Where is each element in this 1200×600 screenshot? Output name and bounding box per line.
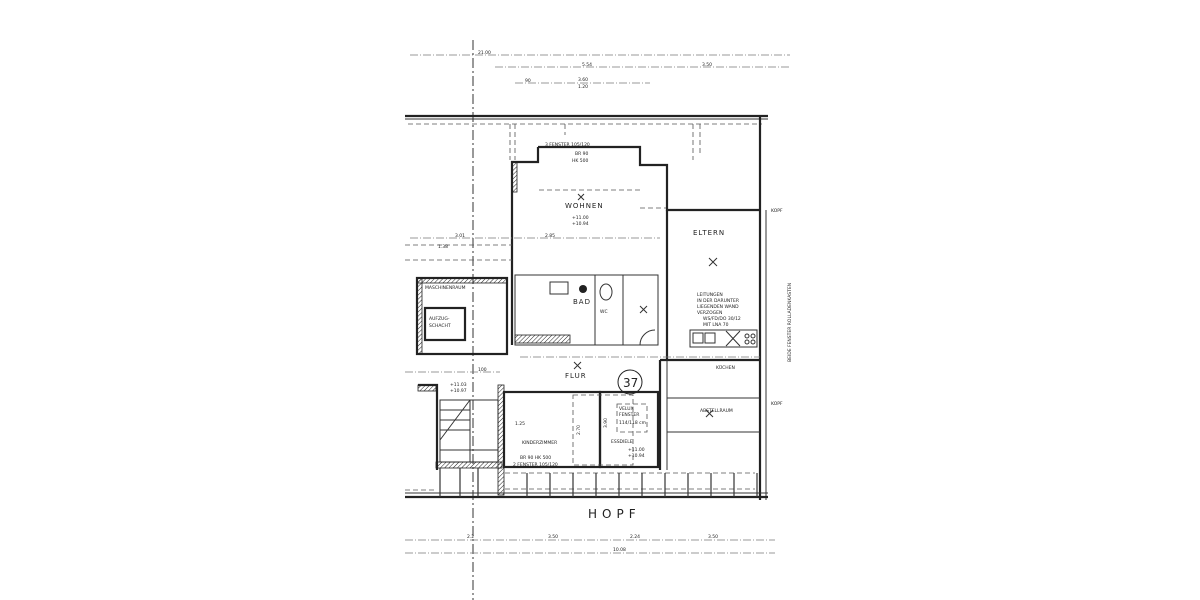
- unit-number-circle: [617, 369, 643, 395]
- note-level-essdiele-1: +11.00: [628, 447, 645, 453]
- top-dimensions: 21.00 5.54 3.50 90 3.60 1.20: [410, 40, 790, 600]
- dim-top-a: 5.54: [582, 62, 592, 68]
- room-wohnen: WOHNEN: [565, 202, 604, 210]
- note-window-bottom-br: BR 90 HK 500: [520, 455, 551, 461]
- dim-top-e: 1.20: [578, 84, 588, 90]
- bottom-dimensions: 2.2 3.50 2.24 3.50 10.08: [405, 534, 775, 554]
- note-velux-1: VELUX: [619, 406, 634, 412]
- room-wc: WC: [600, 309, 608, 315]
- dim-mid-b: 1.38: [438, 244, 448, 250]
- dim-bottom-c: 2.24: [630, 534, 640, 540]
- note-rollladen: BEIDE FENSTER ROLLADENKASTEN: [787, 283, 793, 362]
- note-level-wohnen-2: +10.94: [572, 221, 589, 227]
- note-window-bottom: 2 FENSTER 105/120: [513, 462, 558, 468]
- room-flur: FLUR: [565, 372, 587, 380]
- room-maschinenraum: MASCHINENRAUM: [425, 285, 466, 291]
- note-leitungen-4: VERZOGEN: [697, 310, 722, 316]
- note-velux-2: FENSTER: [619, 412, 639, 418]
- note-level-left-2: +10.97: [450, 388, 467, 394]
- room-labels: WOHNEN ELTERN MASCHINENRAUM AUFZUG- SCHA…: [425, 202, 735, 521]
- dim-top-total: 21.00: [478, 50, 491, 56]
- room-bad: BAD: [573, 298, 591, 306]
- note-ws-kitchen: WS/FD/DO 30/12: [703, 316, 741, 322]
- room-schacht: SCHACHT: [429, 323, 451, 329]
- room-eltern: ELTERN: [693, 229, 725, 237]
- dim-bottom-total: 10.08: [613, 547, 626, 553]
- dim-bottom-a: 2.2: [467, 534, 474, 540]
- note-window-top: 3 FENSTER 105/120: [545, 142, 590, 148]
- dim-flur-h2: 3.90: [603, 418, 609, 428]
- unit-number: 37: [623, 376, 638, 390]
- note-level-essdiele-2: +10.94: [628, 453, 645, 459]
- dim-kinder-w: 1.25: [515, 421, 525, 427]
- railing-posts: [439, 468, 758, 497]
- note-leitungen-3: LIEGENDEN WAND: [697, 304, 739, 310]
- dim-bottom-b: 3.50: [548, 534, 558, 540]
- note-kopf-2: KOPF: [771, 401, 783, 407]
- walls: [405, 117, 768, 500]
- room-kuechen: KÜCHEN: [716, 364, 735, 371]
- note-velux-3: 114/118 cm: [619, 420, 646, 426]
- note-level-wohnen-1: +11.00: [572, 215, 589, 221]
- room-kinderzimmer: KINDERZIMMER: [522, 440, 557, 446]
- room-aufzug: AUFZUG-: [429, 316, 450, 322]
- dim-flur-h1: 2.70: [576, 425, 582, 435]
- room-essdiele: ESSDIELE: [611, 439, 633, 445]
- dim-top-b: 3.50: [702, 62, 712, 68]
- room-abstellraum: ABSTELLRAUM: [700, 408, 733, 414]
- note-br-top: BR 90: [575, 151, 589, 157]
- dim-top-d: 3.60: [578, 77, 588, 83]
- note-leitungen-1: LEITUNGEN: [697, 292, 723, 298]
- dim-mid-a: 3.01: [455, 233, 465, 239]
- street-name: HOPF: [588, 507, 641, 521]
- note-leitungen-2: IN DER DARUNTER: [697, 298, 739, 304]
- dim-top-c: 90: [525, 78, 531, 84]
- dim-mid-c: 2.85: [545, 233, 555, 239]
- note-level-left-1: +11.03: [450, 382, 467, 388]
- note-hk-top: HK 500: [572, 158, 588, 164]
- plan-notes: 3 FENSTER 105/120 BR 90 HK 500 +11.00 +1…: [450, 142, 793, 468]
- note-lna-kitchen: MIT LNA 70: [703, 322, 729, 328]
- internal-dimensions: 3.01 1.38 2.85 100 1.25 2.70 3.90: [438, 233, 609, 435]
- dim-bottom-d: 3.50: [708, 534, 718, 540]
- note-kopf-1: KOPF: [771, 208, 783, 214]
- dim-mid-d: 100: [478, 367, 487, 373]
